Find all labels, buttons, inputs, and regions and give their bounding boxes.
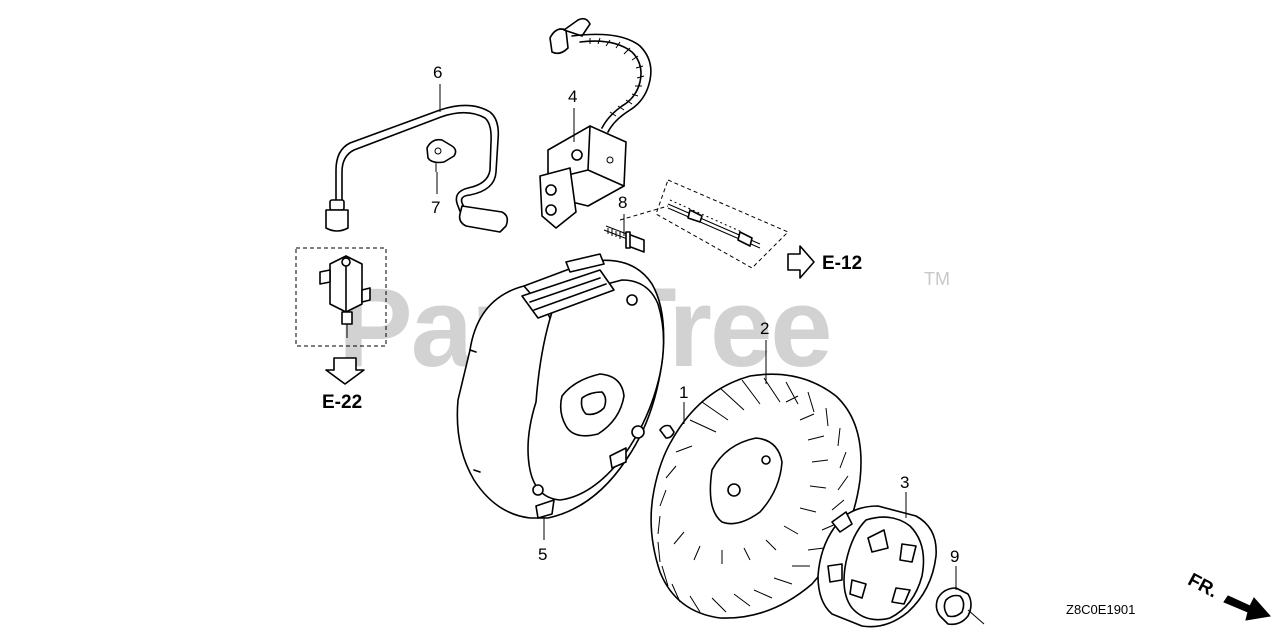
- callout-5: 5: [538, 545, 547, 564]
- flywheel-rotor-part: [456, 253, 665, 519]
- flange-bolt-part: [603, 225, 645, 253]
- callout-4: 4: [568, 87, 577, 106]
- callout-1: 1: [679, 383, 688, 402]
- ignition-coil-part: [539, 17, 652, 229]
- diagram-code: Z8C0E1901: [1066, 602, 1135, 617]
- starter-pulley-part: [817, 505, 937, 628]
- callout-group: 6 7 4 8 2 1 3 9 5: [431, 63, 959, 590]
- trademark-mark: TM: [924, 269, 950, 289]
- callout-6: 6: [433, 63, 442, 82]
- flange-nut-part: [935, 587, 985, 626]
- callout-8: 8: [618, 193, 627, 212]
- callout-7: 7: [431, 198, 440, 217]
- callout-3: 3: [900, 473, 909, 492]
- woodruff-key-part: [659, 424, 675, 439]
- stud-bolt-reference-group: [619, 179, 789, 269]
- ground-wire-part: [325, 104, 509, 233]
- callout-2: 2: [760, 319, 769, 338]
- e22-label: E-22: [322, 392, 362, 413]
- front-arrow-icon: [1223, 595, 1271, 621]
- e12-reference: E-12: [787, 245, 862, 279]
- wire-clip-part: [426, 138, 457, 172]
- front-label: FR.: [1184, 570, 1221, 603]
- cooling-fan-part: [650, 373, 862, 619]
- pulser-reference-group: E-22: [295, 247, 387, 413]
- callout-9: 9: [950, 547, 959, 566]
- e12-label: E-12: [822, 253, 862, 274]
- front-direction-indicator: FR.: [1184, 570, 1271, 621]
